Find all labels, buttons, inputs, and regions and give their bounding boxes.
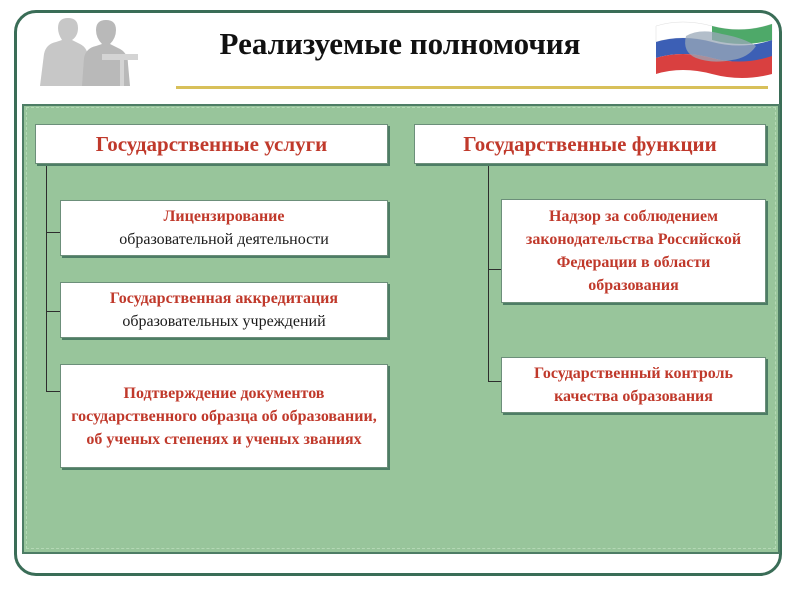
item-licensing-line2: образовательной деятельности [119,231,329,248]
item-quality-control-text: Государственный контроль качества образо… [534,365,733,405]
item-accreditation-line2: образовательных учреждений [122,313,326,330]
item-document-confirmation: Подтверждение документов государственног… [60,364,388,468]
item-licensing-line1: Лицензирование [163,208,285,225]
item-supervision-text: Надзор за соблюдением законодательства Р… [525,208,742,294]
connector-left-1 [46,232,60,233]
page-title: Реализуемые полномочия [219,26,581,61]
connector-right-1 [488,269,501,270]
item-accreditation: Государственная аккредитация образовател… [60,282,388,338]
heading-state-services: Государственные услуги [35,124,388,164]
flag-map-icon [655,21,773,78]
item-supervision: Надзор за соблюдением законодательства Р… [501,199,766,303]
item-document-confirmation-text: Подтверждение документов государственног… [71,384,377,448]
connector-left-2 [46,311,60,312]
item-quality-control: Государственный контроль качества образо… [501,357,766,413]
connector-right-vertical [488,164,489,382]
item-licensing: Лицензирование образовательной деятельно… [60,200,388,256]
connector-right-2 [488,381,501,382]
title-divider [176,86,768,89]
connector-left-3 [46,391,60,392]
heading-state-services-label: Государственные услуги [95,131,328,156]
people-silhouette-icon [32,14,142,86]
heading-state-functions: Государственные функции [414,124,766,164]
heading-state-functions-label: Государственные функции [463,131,717,156]
item-accreditation-line1: Государственная аккредитация [109,290,339,307]
connector-left-vertical [46,164,47,392]
